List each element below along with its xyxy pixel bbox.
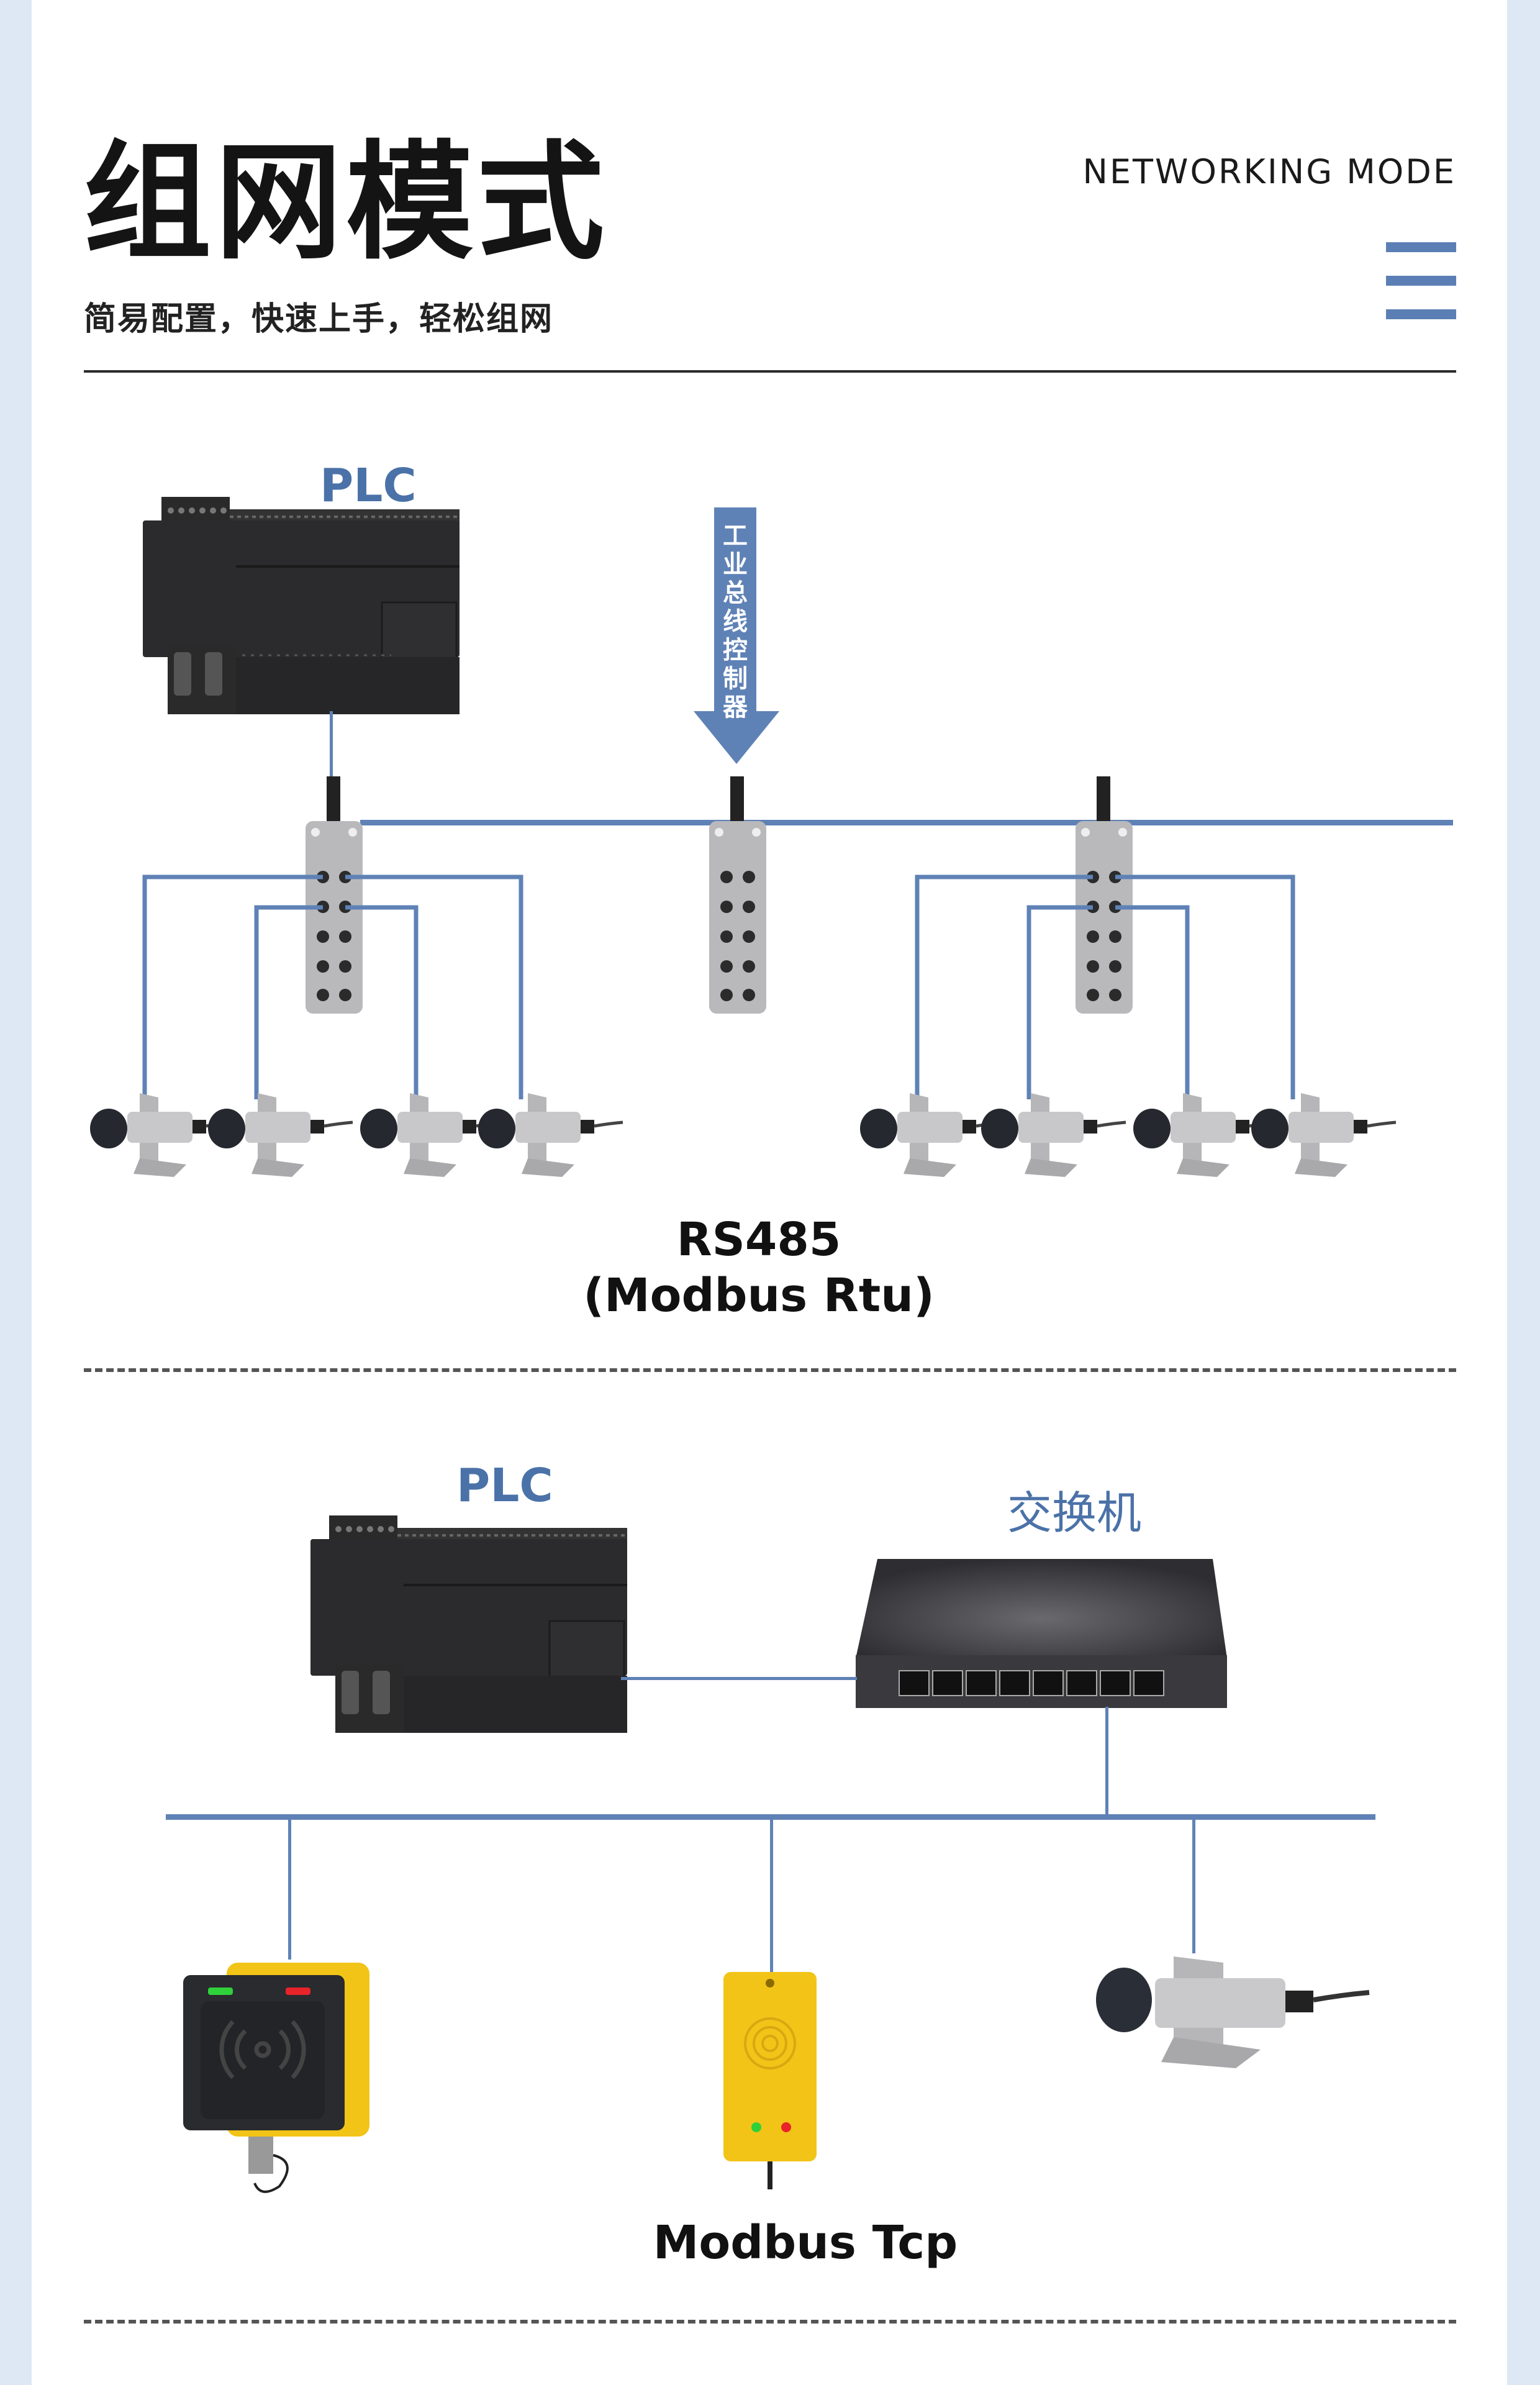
- proximity-sensor-icon: [978, 1090, 1127, 1180]
- drop-line-rfid-tag: [770, 1820, 773, 1975]
- page-title: 组网模式: [84, 129, 608, 277]
- hamburger-menu-icon: [1386, 242, 1456, 343]
- proximity-sensor-icon: [357, 1090, 506, 1180]
- section-divider: [84, 2320, 1456, 2324]
- rfid-reader-icon: [183, 1963, 369, 2193]
- section-divider: [84, 1368, 1456, 1372]
- tcp-bus: [166, 1814, 1375, 1820]
- plc-label: PLC: [320, 459, 417, 512]
- switch-label: 交换机: [1007, 1487, 1142, 1539]
- plc-switch-link: [621, 1677, 857, 1680]
- english-title: NETWORKING MODE: [1082, 152, 1456, 191]
- protocol-modbus-tcp: Modbus Tcp: [653, 2216, 958, 2269]
- proximity-sensor-icon: [1096, 1956, 1370, 2068]
- proximity-sensor-icon: [475, 1090, 624, 1180]
- plc-icon: [143, 497, 460, 714]
- controller-label: 工业总线控制器: [723, 522, 748, 722]
- plc-icon: [310, 1515, 627, 1733]
- io-module-icon: [709, 776, 766, 1014]
- proximity-sensor-icon: [857, 1090, 1006, 1180]
- proximity-sensor-icon: [205, 1090, 354, 1180]
- drop-line-rfid-reader: [288, 1820, 291, 1960]
- right-border: [1507, 0, 1540, 2385]
- drop-line-sensor: [1192, 1820, 1195, 1953]
- bus-controller-arrow: [694, 507, 779, 764]
- plc-link-line: [330, 711, 333, 823]
- switch-drop-line: [1105, 1707, 1108, 1819]
- rs485-bus: [360, 820, 1453, 825]
- protocol-rs485: RS485: [676, 1213, 841, 1266]
- sensor-wiring-left: [142, 874, 1295, 1099]
- page-subtitle: 简易配置，快速上手，轻松组网: [84, 301, 554, 338]
- proximity-sensor-icon: [1130, 1090, 1279, 1180]
- header-divider: [84, 370, 1456, 373]
- rfid-tag-reader-icon: [723, 1972, 817, 2189]
- left-border: [0, 0, 32, 2385]
- plc-label: PLC: [456, 1459, 553, 1512]
- io-module-icon: [1076, 776, 1133, 1014]
- io-module-icon: [306, 776, 363, 1014]
- network-switch-icon: [856, 1559, 1227, 1708]
- proximity-sensor-icon: [87, 1090, 236, 1180]
- proximity-sensor-icon: [1248, 1090, 1397, 1180]
- protocol-modbus-rtu: (Modbus Rtu): [583, 1269, 935, 1322]
